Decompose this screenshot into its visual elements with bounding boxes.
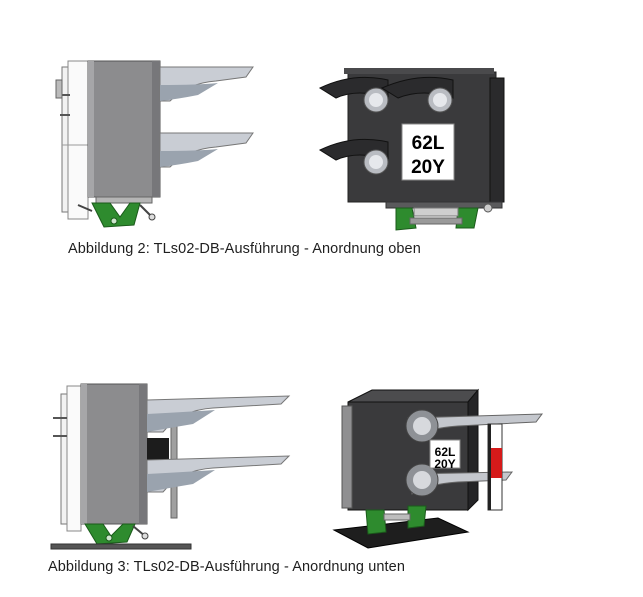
fig3-front-view: 62L 20Y [328,382,548,557]
fig2-lamp-bottom-left [318,138,389,175]
fig3-lamp-bottom [405,463,514,497]
fig2-lamp-top-right [380,76,454,113]
fig3-side-view [45,376,295,556]
fig3-caption: Abbildung 3: TLs02-DB-Ausführung - Anord… [48,559,405,575]
fig2-front-drawing: 62L 20Y [318,68,505,231]
fig2-front-view: 62L 20Y [318,58,518,243]
fig2-side-drawing [55,60,254,228]
fig2-lamp-top-left [318,76,389,113]
fig3-front-drawing: 62L 20Y [332,388,544,549]
fig2-sign-line1: 62L [412,133,445,154]
fig3-side-drawing [50,383,291,550]
fig3-lamp-top [405,409,544,443]
fig3-sign-line1: 62L [435,445,456,459]
fig3-sign-line2: 20Y [434,457,455,471]
fig2-caption: Abbildung 2: TLs02-DB-Ausführung - Anord… [68,241,421,257]
fig2-sign-line2: 20Y [411,157,445,178]
fig2-side-view [48,55,273,240]
